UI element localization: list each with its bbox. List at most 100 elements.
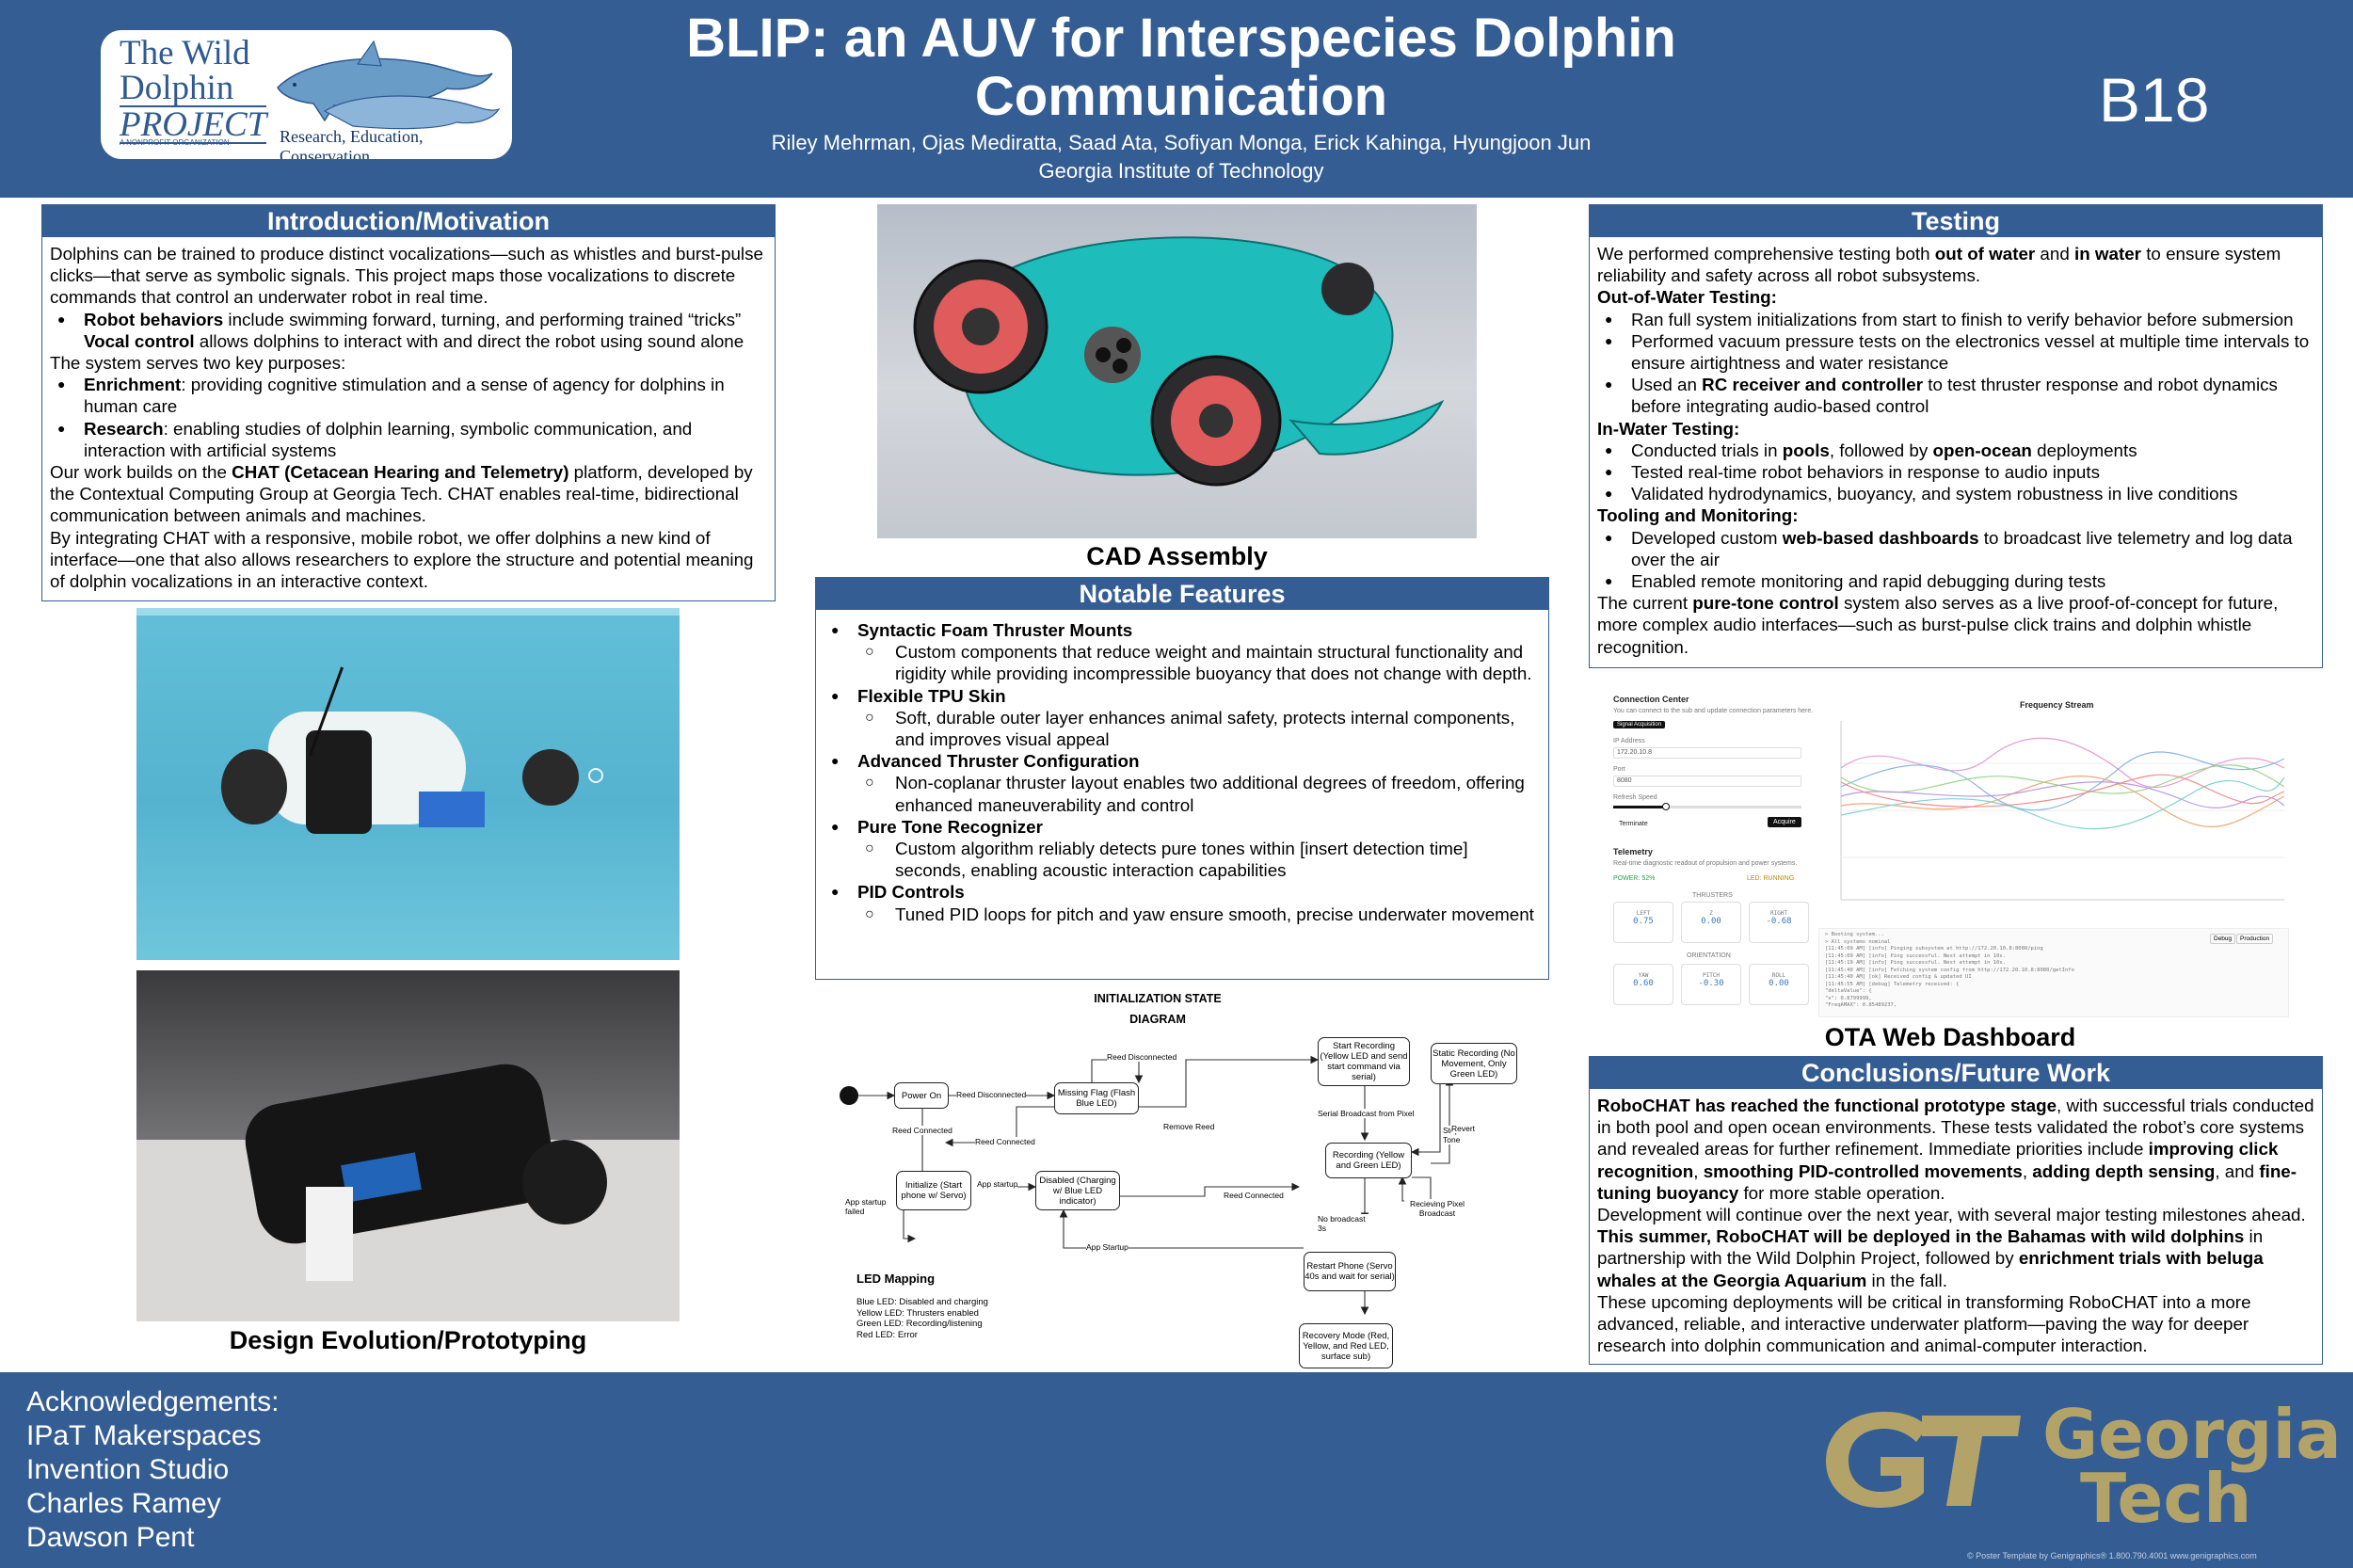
feature-title: PID Controls bbox=[857, 882, 965, 903]
features-body: Syntactic Foam Thruster Mounts Custom co… bbox=[816, 610, 1548, 931]
dash-ip-input[interactable]: 172.20.10.8 bbox=[1613, 747, 1801, 759]
conclusions-body: RoboCHAT has reached the functional prot… bbox=[1590, 1089, 2322, 1362]
card-value: 0.75 bbox=[1633, 917, 1654, 926]
card-value: 0.60 bbox=[1633, 979, 1654, 988]
testing-subheading: Out-of-Water Testing: bbox=[1597, 287, 1777, 308]
initial-state-marker bbox=[840, 1086, 858, 1105]
feature-title: Advanced Thruster Configuration bbox=[857, 751, 1140, 772]
robot-frame bbox=[306, 730, 372, 834]
feature-desc: Custom algorithm reliably detects pure t… bbox=[824, 838, 1541, 881]
edge-label: Recieving Pixel Broadcast bbox=[1404, 1199, 1470, 1218]
intro-paragraph: Dolphins can be trained to produce disti… bbox=[50, 244, 763, 308]
testing-heading: Testing bbox=[1590, 205, 2322, 237]
cad-caption: CAD Assembly bbox=[1086, 542, 1268, 570]
text: in partnership with the Wild Dolphin Pro… bbox=[1597, 1226, 2264, 1269]
conclusions-heading: Conclusions/Future Work bbox=[1590, 1057, 2322, 1089]
text: , with successful trials conducted in bo… bbox=[1597, 1096, 2314, 1160]
gt-wordmark-line: Georgia bbox=[2042, 1395, 2342, 1474]
intro-paragraph: The system serves two key purposes: bbox=[50, 353, 346, 374]
diagram-title-line: DIAGRAM bbox=[1129, 1013, 1186, 1026]
bullet-text: allows dolphins to interact with and dir… bbox=[194, 330, 744, 351]
bold-text: RoboCHAT has reached the functional prot… bbox=[1597, 1096, 2057, 1115]
edge-label: Reed Disconnected bbox=[1107, 1052, 1177, 1062]
logo-nonprofit-text: A NONPROFIT ORGANIZATION bbox=[120, 138, 230, 147]
dash-terminate-button[interactable]: Terminate bbox=[1619, 821, 1648, 827]
testing-bullet: Ran full system initializations from sta… bbox=[1597, 309, 2314, 330]
dash-port-input[interactable]: 8080 bbox=[1613, 776, 1801, 787]
edge-label: Reed Disconnected bbox=[956, 1090, 1027, 1099]
state-recovery-mode: Recovery Mode (Red, Yellow, and Red LED,… bbox=[1299, 1323, 1393, 1368]
pool-test-photo bbox=[136, 608, 680, 960]
log-line: > All systems nominal bbox=[1825, 938, 1891, 945]
feature-item: Advanced Thruster Configuration bbox=[824, 750, 1541, 772]
bullet-text: include swimming forward, turning, and p… bbox=[223, 309, 742, 329]
card-label: PITCH bbox=[1702, 972, 1721, 979]
conclusions-paragraph: These upcoming deployments will be criti… bbox=[1597, 1291, 2251, 1356]
bold-text: enrichment trials with beluga whales at … bbox=[1597, 1248, 2264, 1290]
dash-slider-fill bbox=[1613, 806, 1665, 808]
text: to broadcast live telemetry and log data… bbox=[1631, 527, 2293, 569]
dash-ip-label: IP Address bbox=[1613, 738, 1645, 744]
intro-body: Dolphins can be trained to produce disti… bbox=[42, 237, 775, 598]
led-line: Red LED: Error bbox=[856, 1329, 918, 1340]
feature-item: Syntactic Foam Thruster Mounts bbox=[824, 619, 1541, 641]
text: The current bbox=[1597, 593, 1693, 614]
dash-slider-thumb[interactable] bbox=[1662, 803, 1670, 810]
edge-label: Reed Connected bbox=[1224, 1191, 1284, 1200]
dash-debug-toggle[interactable]: Debug bbox=[2210, 934, 2236, 944]
feature-item: Flexible TPU Skin bbox=[824, 685, 1541, 707]
card-label: ROLL bbox=[1771, 972, 1786, 979]
state-start-recording: Start Recording (Yellow LED and send sta… bbox=[1318, 1037, 1410, 1086]
feature-title: Pure Tone Recognizer bbox=[857, 816, 1043, 837]
bold-text: adding depth sensing bbox=[2032, 1160, 2216, 1181]
led-mapping-heading: LED Mapping bbox=[856, 1272, 936, 1286]
testing-paragraph: We performed comprehensive testing both … bbox=[1597, 243, 2314, 286]
acknowledgements: Acknowledgements: IPaT Makerspaces Inven… bbox=[26, 1385, 279, 1555]
intro-bullet: Enrichment: providing cognitive stimulat… bbox=[50, 374, 767, 417]
intro-bullet: Research: enabling studies of dolphin le… bbox=[50, 418, 767, 461]
testing-bullet: Performed vacuum pressure tests on the e… bbox=[1597, 330, 2314, 374]
edge-label: Serial Broadcast from Pixel bbox=[1318, 1109, 1415, 1118]
testing-body: We performed comprehensive testing both … bbox=[1590, 237, 2322, 664]
testing-bullet: Tested real-time robot behaviors in resp… bbox=[1597, 461, 2314, 483]
dash-production-toggle[interactable]: Production bbox=[2236, 934, 2274, 944]
ack-name: Dawson Pent bbox=[26, 1522, 195, 1553]
prototype-photo bbox=[136, 970, 680, 1321]
dash-acquire-button[interactable]: Acquire bbox=[1768, 817, 1801, 827]
dash-refresh-slider[interactable] bbox=[1613, 803, 1801, 810]
bold-text: web-based dashboards bbox=[1782, 527, 1979, 548]
text: and bbox=[2035, 244, 2074, 264]
bullet-text: : providing cognitive stimulation and a … bbox=[84, 375, 725, 417]
text: Development will continue over the next … bbox=[1597, 1205, 2306, 1225]
thruster bbox=[522, 749, 579, 806]
led-mapping-list: Blue LED: Disabled and charging Yellow L… bbox=[856, 1297, 988, 1340]
card-value: 0.00 bbox=[1769, 979, 1789, 988]
bold-text: improving click recognition bbox=[1597, 1139, 2279, 1181]
text: , and bbox=[2215, 1160, 2260, 1181]
text: system also serves as a live proof-of-co… bbox=[1597, 593, 2279, 657]
author-list: Riley Mehrman, Ojas Mediratta, Saad Ata,… bbox=[771, 131, 1592, 154]
testing-bullet: Validated hydrodynamics, buoyancy, and s… bbox=[1597, 483, 2314, 504]
dash-connection-title: Connection Center bbox=[1613, 695, 1689, 704]
dash-telemetry-subtitle: Real-time diagnostic readout of propulsi… bbox=[1613, 860, 1798, 867]
log-line: [11:45:40 AM] [ok] Received config & upd… bbox=[1825, 974, 1972, 980]
intro-paragraph: By integrating CHAT with a responsive, m… bbox=[50, 527, 754, 592]
ack-name: Charles Ramey bbox=[26, 1488, 221, 1519]
text: for more stable operation. bbox=[1738, 1182, 1945, 1203]
dolphin-illustration-icon bbox=[277, 40, 501, 130]
bold-text: CHAT (Cetacean Hearing and Telemetry) bbox=[232, 462, 569, 483]
logo-line-2: Dolphin bbox=[120, 69, 234, 107]
support-block bbox=[306, 1187, 353, 1281]
testing-subheading: Tooling and Monitoring: bbox=[1597, 505, 1799, 526]
bold-text: This summer, RoboCHAT will be deployed i… bbox=[1597, 1226, 2245, 1247]
feature-title: Syntactic Foam Thruster Mounts bbox=[857, 620, 1133, 640]
logo-line-3: PROJECT bbox=[120, 105, 267, 144]
log-line: "FreqAMAX": 0.85489237, bbox=[1825, 1002, 1897, 1008]
edge-label: App startup bbox=[977, 1179, 1018, 1189]
bullet-bold: Vocal control bbox=[84, 330, 195, 351]
ack-name: Invention Studio bbox=[26, 1454, 230, 1485]
bold-text: RC receiver and controller bbox=[1702, 375, 1924, 395]
testing-bullet: Used an RC receiver and controller to te… bbox=[1597, 374, 2314, 417]
